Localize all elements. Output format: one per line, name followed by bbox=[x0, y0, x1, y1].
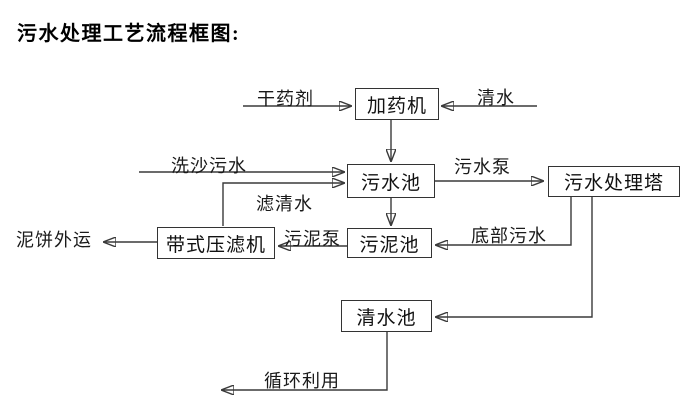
label-sludge-pump: 污泥泵 bbox=[284, 229, 341, 249]
label-dry-agent: 干药剂 bbox=[257, 89, 314, 109]
node-belt-filter-press: 带式压滤机 bbox=[157, 227, 275, 259]
node-sludge-pool-label: 污泥池 bbox=[359, 234, 420, 256]
label-sewage-pump: 污水泵 bbox=[454, 157, 511, 177]
label-filtered-water: 滤清水 bbox=[256, 194, 313, 214]
label-bottom-sewage: 底部污水 bbox=[471, 226, 547, 246]
diagram-title: 污水处理工艺流程框图: bbox=[17, 23, 241, 45]
node-sewage-pool-label: 污水池 bbox=[360, 172, 421, 194]
label-clean-water: 清水 bbox=[477, 88, 515, 108]
arrow-clean-water-pool-to-recycle bbox=[222, 332, 388, 390]
node-treatment-tower: 污水处理塔 bbox=[548, 166, 680, 197]
node-dosing-machine: 加药机 bbox=[355, 88, 439, 120]
arrow-filtered-water-to-sewage-pool bbox=[222, 183, 344, 226]
node-sludge-pool: 污泥池 bbox=[347, 228, 432, 258]
node-belt-filter-press-label: 带式压滤机 bbox=[165, 234, 266, 256]
label-recycle: 循环利用 bbox=[264, 371, 340, 391]
node-clean-water-pool-label: 清水池 bbox=[356, 307, 417, 329]
node-sewage-pool: 污水池 bbox=[347, 164, 435, 198]
label-sand-washing-sewage: 洗沙污水 bbox=[171, 156, 247, 176]
node-clean-water-pool: 清水池 bbox=[341, 300, 432, 332]
node-dosing-machine-label: 加药机 bbox=[366, 95, 427, 117]
node-treatment-tower-label: 污水处理塔 bbox=[563, 173, 664, 194]
arrow-tower-to-clean-water-pool bbox=[436, 197, 593, 317]
arrow-tower-bottom-sewage-to-sludge-pool bbox=[436, 197, 572, 245]
label-mud-cake-out: 泥饼外运 bbox=[16, 230, 92, 250]
